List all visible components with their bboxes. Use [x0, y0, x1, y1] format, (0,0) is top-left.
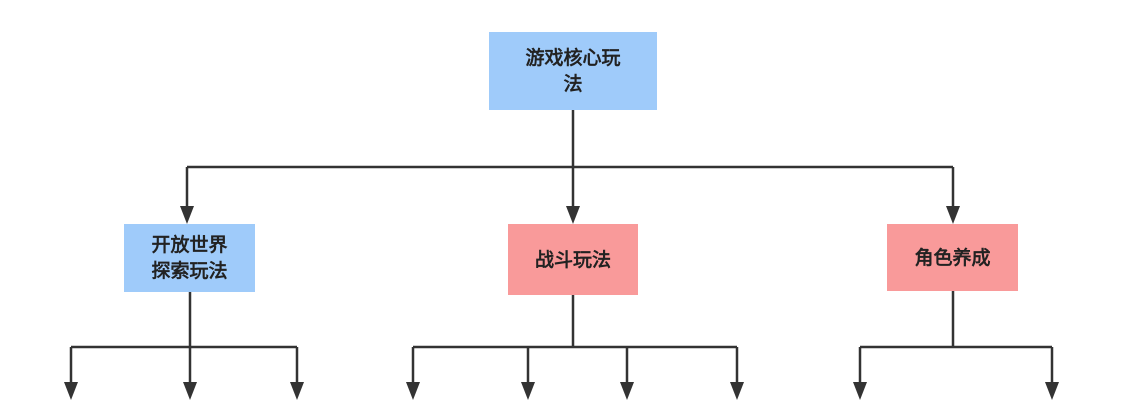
arrow-combat-leaf-1 — [406, 382, 420, 400]
node-open-world-exploration-label: 开放世界 探索玩法 — [151, 234, 228, 282]
node-combat-label: 战斗玩法 — [534, 248, 611, 271]
node-character-growth[interactable]: 角色养成 — [887, 224, 1018, 291]
arrow-explore-leaf-2 — [183, 382, 197, 400]
arrow-combat-leaf-2 — [521, 382, 535, 400]
root-node-label: 游戏核心玩 法 — [525, 47, 621, 95]
node-open-world-exploration[interactable]: 开放世界 探索玩法 — [124, 224, 255, 292]
root-node[interactable]: 游戏核心玩 法 — [489, 32, 657, 110]
arrow-combat-leaf-4 — [730, 382, 744, 400]
arrow-explore-leaf-1 — [64, 382, 78, 400]
arrow-growth-leaf-2 — [1045, 382, 1059, 400]
arrow-to-growth — [946, 206, 960, 224]
node-combat[interactable]: 战斗玩法 — [508, 224, 638, 295]
arrow-to-combat — [566, 206, 580, 224]
arrow-growth-leaf-1 — [853, 382, 867, 400]
arrow-combat-leaf-3 — [620, 382, 634, 400]
arrow-explore-leaf-3 — [290, 382, 304, 400]
arrow-to-explore — [180, 206, 194, 224]
node-character-growth-label: 角色养成 — [914, 246, 991, 269]
